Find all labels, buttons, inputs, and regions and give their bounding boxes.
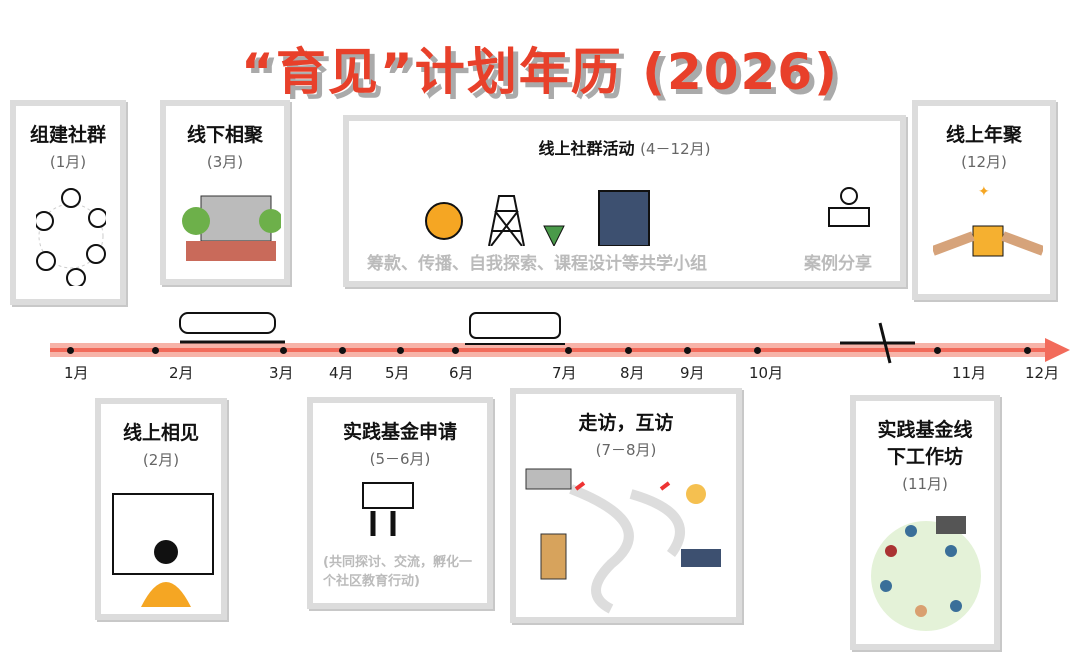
event-period: (12月) xyxy=(961,153,1007,171)
event-period: (11月) xyxy=(902,475,948,493)
month-label: 9月 xyxy=(680,364,705,382)
train-icon xyxy=(179,312,285,344)
month-label: 7月 xyxy=(552,364,577,382)
event-period: (1月) xyxy=(49,153,87,171)
sharing-text: 案例分享 xyxy=(804,254,872,274)
month-label: 3月 xyxy=(269,364,294,382)
event-offline-workshop: 实践基金线下工作坊 (11月) xyxy=(850,395,1000,650)
event-period: (2月) xyxy=(142,451,180,469)
event-title: 实践基金申请 xyxy=(342,421,457,443)
timeline-dot xyxy=(67,347,74,354)
timeline-arrow xyxy=(50,338,1070,362)
month-label: 4月 xyxy=(329,364,354,382)
visit-map-icon xyxy=(525,468,721,614)
activity-icons xyxy=(425,190,650,246)
timeline-dot xyxy=(754,347,761,354)
people-with-board-icon xyxy=(362,482,414,536)
timeline-dot xyxy=(1024,347,1031,354)
fund-note: (共同探讨、交流，孵化一个社区教育行动) xyxy=(323,555,472,589)
event-online-activities: 线上社群活动 (4－12月) 筹款、传播、自我探索、课程设计等共学小组 案例分享 xyxy=(343,115,906,287)
event-title: 走访，互访 xyxy=(578,412,674,434)
community-circle-icon xyxy=(36,188,106,286)
timeline-dot xyxy=(565,347,572,354)
svg-text:✦: ✦ xyxy=(978,184,990,200)
timeline-dot xyxy=(625,347,632,354)
event-fund-application: 实践基金申请 (5－6月) (共同探讨、交流，孵化一个社区教育行动) xyxy=(307,397,493,609)
month-label: 8月 xyxy=(620,364,645,382)
celebration-hands-icon: ✦ xyxy=(933,184,1043,257)
event-title: 线上社群活动 xyxy=(538,139,635,158)
activities-text: 筹款、传播、自我探索、课程设计等共学小组 xyxy=(367,254,707,274)
presenter-icon xyxy=(828,187,870,227)
video-call-icon xyxy=(112,493,214,607)
event-online-annual-meetup: 线上年聚 (12月) ✦ xyxy=(912,100,1056,300)
event-visits: 走访，互访 (7－8月) xyxy=(510,388,742,623)
timeline-dot xyxy=(152,347,159,354)
page-title: “育见”计划年历 (2026) xyxy=(241,43,839,101)
event-period: (5－6月) xyxy=(369,450,431,468)
event-build-community: 组建社群 (1月) xyxy=(10,100,126,305)
workshop-people-icon xyxy=(871,516,981,631)
coin-icon xyxy=(425,202,463,240)
school-building-icon xyxy=(182,195,281,261)
month-label: 1月 xyxy=(64,364,89,382)
month-label: 5月 xyxy=(385,364,410,382)
event-period: (7－8月) xyxy=(595,441,657,459)
tower-icon xyxy=(488,195,525,246)
event-period: (3月) xyxy=(206,153,244,171)
month-label: 11月 xyxy=(952,364,987,382)
month-label: 2月 xyxy=(169,364,194,382)
event-title: 线下相聚 xyxy=(186,124,263,146)
event-online-meeting: 线上相见 (2月) xyxy=(95,398,227,620)
event-title: 线上年聚 xyxy=(945,124,1022,146)
timeline-dot xyxy=(452,347,459,354)
bus-icon xyxy=(465,312,565,345)
timeline-dot xyxy=(280,347,287,354)
event-period: (4－12月) xyxy=(640,140,711,158)
month-label: 12月 xyxy=(1025,364,1060,382)
thinking-person-icon xyxy=(543,225,565,246)
timeline-dot xyxy=(684,347,691,354)
event-offline-meetup: 线下相聚 (3月) xyxy=(160,100,290,285)
event-title: 组建社群 xyxy=(29,124,106,146)
airplane-icon xyxy=(840,322,915,364)
clipboard-icon xyxy=(598,190,650,246)
timeline-dot xyxy=(339,347,346,354)
event-title: 线上相见 xyxy=(122,422,199,444)
month-label: 10月 xyxy=(749,364,784,382)
timeline-dot xyxy=(934,347,941,354)
month-label: 6月 xyxy=(449,364,474,382)
timeline-dot xyxy=(397,347,404,354)
event-title: 实践基金线下工作坊 xyxy=(877,419,973,468)
